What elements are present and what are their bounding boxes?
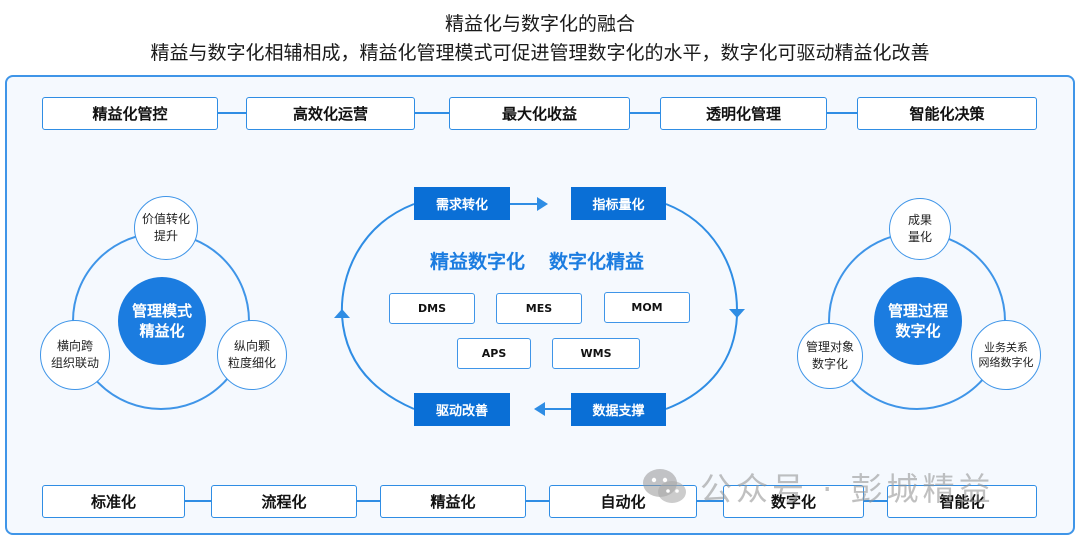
bottom-box-5: 数字化 <box>723 485 864 518</box>
right-node-bottom-left: 管理对象 数字化 <box>797 323 863 389</box>
page-subtitle: 精益与数字化相辅相成，精益化管理模式可促进管理数字化的水平，数字化可驱动精益化改… <box>150 42 930 64</box>
system-mom: MOM <box>604 292 690 323</box>
watermark: 公众号 · 彭城精益 <box>640 462 1040 512</box>
wechat-icon <box>640 466 690 508</box>
left-node-bottom-left: 横向跨 组织联动 <box>40 320 110 390</box>
flow-box-data: 数据支撑 <box>571 393 666 426</box>
center-loop-bottom-left <box>341 315 415 410</box>
left-cycle-hub: 管理模式 精益化 <box>118 277 206 365</box>
center-heading-right: 数字化精益 <box>549 251 645 273</box>
left-node-top: 价值转化 提升 <box>134 196 198 260</box>
bottom-box-1: 标准化 <box>42 485 185 518</box>
bottom-box-3: 精益化 <box>380 485 526 518</box>
left-node-bottom-right: 纵向颗 粒度细化 <box>217 320 287 390</box>
center-loop-top-right <box>665 203 738 311</box>
center-loop-top-left <box>340 203 415 317</box>
top-box-4: 透明化管理 <box>660 97 827 130</box>
system-aps: APS <box>457 338 531 369</box>
system-dms: DMS <box>389 293 475 324</box>
page-title: 精益化与数字化的融合 <box>444 13 635 35</box>
bottom-box-2: 流程化 <box>211 485 357 518</box>
arrow-up-icon <box>334 309 350 318</box>
center-heading-left: 精益数字化 <box>430 251 526 273</box>
flow-box-metrics: 指标量化 <box>571 187 666 220</box>
bottom-box-6: 智能化 <box>887 485 1037 518</box>
top-box-1: 精益化管控 <box>42 97 218 130</box>
flow-box-improve: 驱动改善 <box>414 393 510 426</box>
top-box-3: 最大化收益 <box>449 97 630 130</box>
top-box-2: 高效化运营 <box>246 97 415 130</box>
system-mes: MES <box>496 293 582 324</box>
top-box-5: 智能化决策 <box>857 97 1037 130</box>
arrow-down-icon <box>729 309 745 318</box>
right-node-top: 成果 量化 <box>889 198 951 260</box>
arrow-left-icon <box>534 402 545 416</box>
right-node-bottom-right: 业务关系 网络数字化 <box>971 320 1041 390</box>
center-loop-bottom-right <box>665 315 738 410</box>
right-cycle-hub: 管理过程 数字化 <box>874 277 962 365</box>
arrow-right-icon <box>537 197 548 211</box>
flow-box-demand: 需求转化 <box>414 187 510 220</box>
system-wms: WMS <box>552 338 640 369</box>
watermark-text: 公众号 · 彭城精益 <box>700 470 995 508</box>
